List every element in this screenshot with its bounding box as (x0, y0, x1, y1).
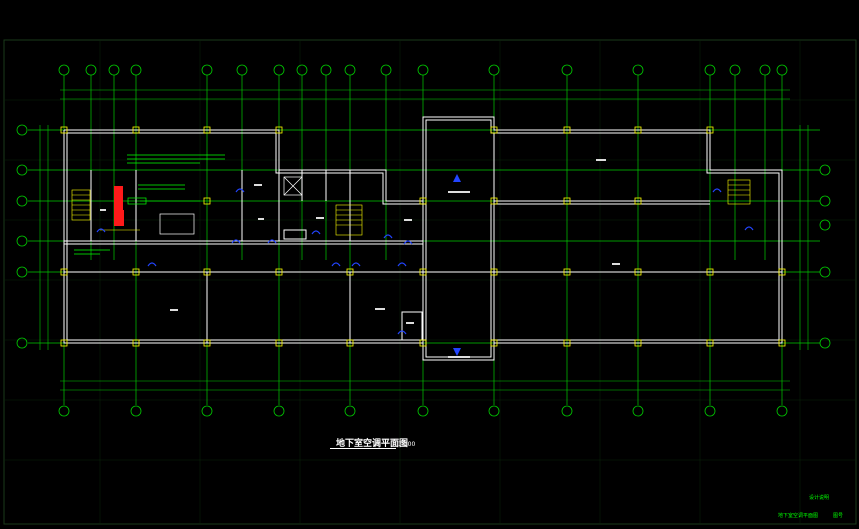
annotation-notes (74, 154, 225, 255)
stair-middle (335, 204, 363, 236)
columns (60, 126, 786, 347)
design-note-tag: 设计说明 (809, 495, 830, 501)
title-underline (330, 448, 396, 449)
drawing-scale: 1:100 (398, 441, 416, 448)
stair-left (71, 189, 91, 221)
building-walls (63, 116, 783, 361)
fan-coil-symbols (96, 188, 754, 335)
background-grid (4, 40, 856, 524)
sheet-number: 图号 (833, 513, 844, 519)
entry-arrows (453, 174, 461, 356)
dimension-lines (39, 89, 809, 391)
axis-bubbles-side (16, 124, 831, 349)
axis-bubbles-bottom (58, 405, 788, 417)
stair-right (727, 179, 751, 205)
elevator (283, 176, 303, 196)
sheet-title: 地下室空调平面图 (778, 513, 819, 519)
axis-lines-horizontal (28, 129, 820, 344)
room-label-marks (100, 159, 620, 358)
axis-bubbles-top (58, 64, 788, 76)
air-handler-equipment (100, 186, 200, 235)
drawing-title: 地下室空调平面图 (336, 439, 409, 449)
drawing-title-block: 地下室空调平面图 1:100 (330, 436, 415, 456)
drawing-frame (3, 39, 857, 525)
